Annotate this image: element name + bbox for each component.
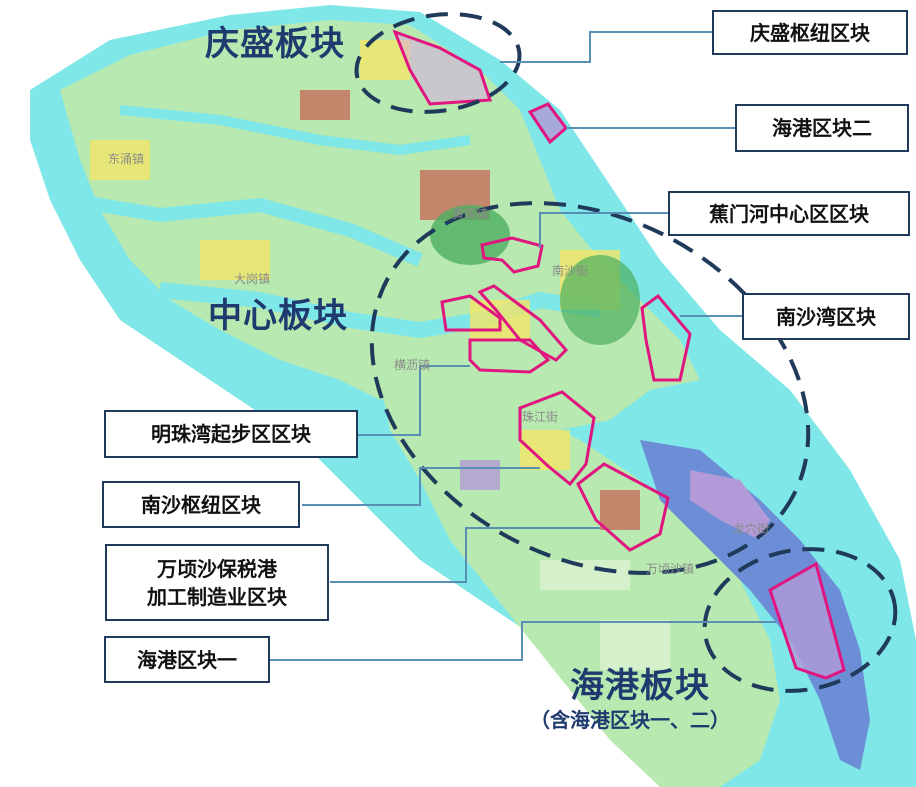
town-label-dongchong: 东涌镇 <box>108 152 145 166</box>
ellipse-center <box>369 201 811 575</box>
outline-nansha-hub <box>518 390 596 487</box>
callout-jiaomen-label: 蕉门河中心区区块 <box>709 201 869 226</box>
inner-river-1 <box>68 193 423 267</box>
outline-haigang-one <box>768 561 846 680</box>
town-label-longxue-jie: 龙穴街 <box>733 522 770 536</box>
leader-nansha-hub <box>302 467 540 506</box>
callout-nansha-hub: 南沙枢纽区块 <box>102 481 300 528</box>
callout-haigang-two-label: 海港区块二 <box>772 116 872 140</box>
callout-nanshawan-label: 南沙湾区块 <box>776 304 876 329</box>
plate-ellipses <box>354 12 898 693</box>
leader-wanqingsha <box>330 527 600 583</box>
town-label-hengli: 横沥镇 <box>394 358 431 372</box>
callout-mingzhuwan-label: 明珠湾起步区区块 <box>151 422 311 446</box>
inner-river-2 <box>119 105 471 156</box>
callout-mingzhuwan: 明珠湾起步区区块 <box>104 410 358 458</box>
town-label-zhujiang-jie: 珠江街 <box>522 410 559 424</box>
plate-haigang-note: （含海港区块一、二） <box>530 708 730 732</box>
town-label-nansha-jie: 南沙街 <box>552 264 589 278</box>
inner-river-3 <box>159 282 602 339</box>
leader-jiaomen <box>539 212 668 248</box>
callout-wanqingsha-label-2: 加工制造业区块 <box>147 584 287 609</box>
outline-wanqingsha <box>576 462 670 552</box>
plate-title-qingsheng: 庆盛板块 <box>205 24 345 64</box>
town-label-wanqingsha: 万顷沙镇 <box>646 562 695 576</box>
leader-qingsheng-hub <box>500 31 712 63</box>
outline-jiaomen <box>480 236 544 274</box>
town-label-huangge: 黄阁镇 <box>452 207 489 221</box>
callout-haigang-one-label: 海港区块一 <box>137 647 237 672</box>
callout-jiaomen: 蕉门河中心区区块 <box>668 191 910 236</box>
callout-nansha-hub-label: 南沙枢纽区块 <box>141 492 261 517</box>
outline-nanshawan <box>640 293 692 382</box>
outline-qingsheng-hub <box>392 29 493 106</box>
callout-haigang-two: 海港区块二 <box>735 104 909 152</box>
ellipse-qingsheng <box>354 12 522 114</box>
urban-patches <box>90 40 670 670</box>
callout-qingsheng-hub: 庆盛枢纽区块 <box>712 10 908 55</box>
plate-title-haigang: 海港板块 <box>570 666 710 706</box>
ellipse-haigang <box>702 547 898 693</box>
leader-mingzhuwan <box>358 365 470 436</box>
outline-mingzhuwan-3 <box>477 284 569 362</box>
leader-haigang-one <box>270 621 776 661</box>
town-label-dagang: 大岗镇 <box>234 272 271 286</box>
callout-haigang-one: 海港区块一 <box>104 636 270 683</box>
leader-lines <box>270 31 776 661</box>
callout-qingsheng-hub-label: 庆盛枢纽区块 <box>750 20 870 45</box>
port-island <box>640 440 870 770</box>
plate-title-center: 中心板块 <box>208 296 348 336</box>
outline-mingzhuwan-2 <box>468 338 551 374</box>
callout-nanshawan: 南沙湾区块 <box>742 293 910 340</box>
callout-wanqingsha: 万顷沙保税港 加工制造业区块 <box>105 544 329 621</box>
callout-wanqingsha-label-1: 万顷沙保税港 <box>157 556 277 581</box>
port-island-purple <box>690 470 770 540</box>
outline-mingzhuwan-1 <box>440 294 502 332</box>
